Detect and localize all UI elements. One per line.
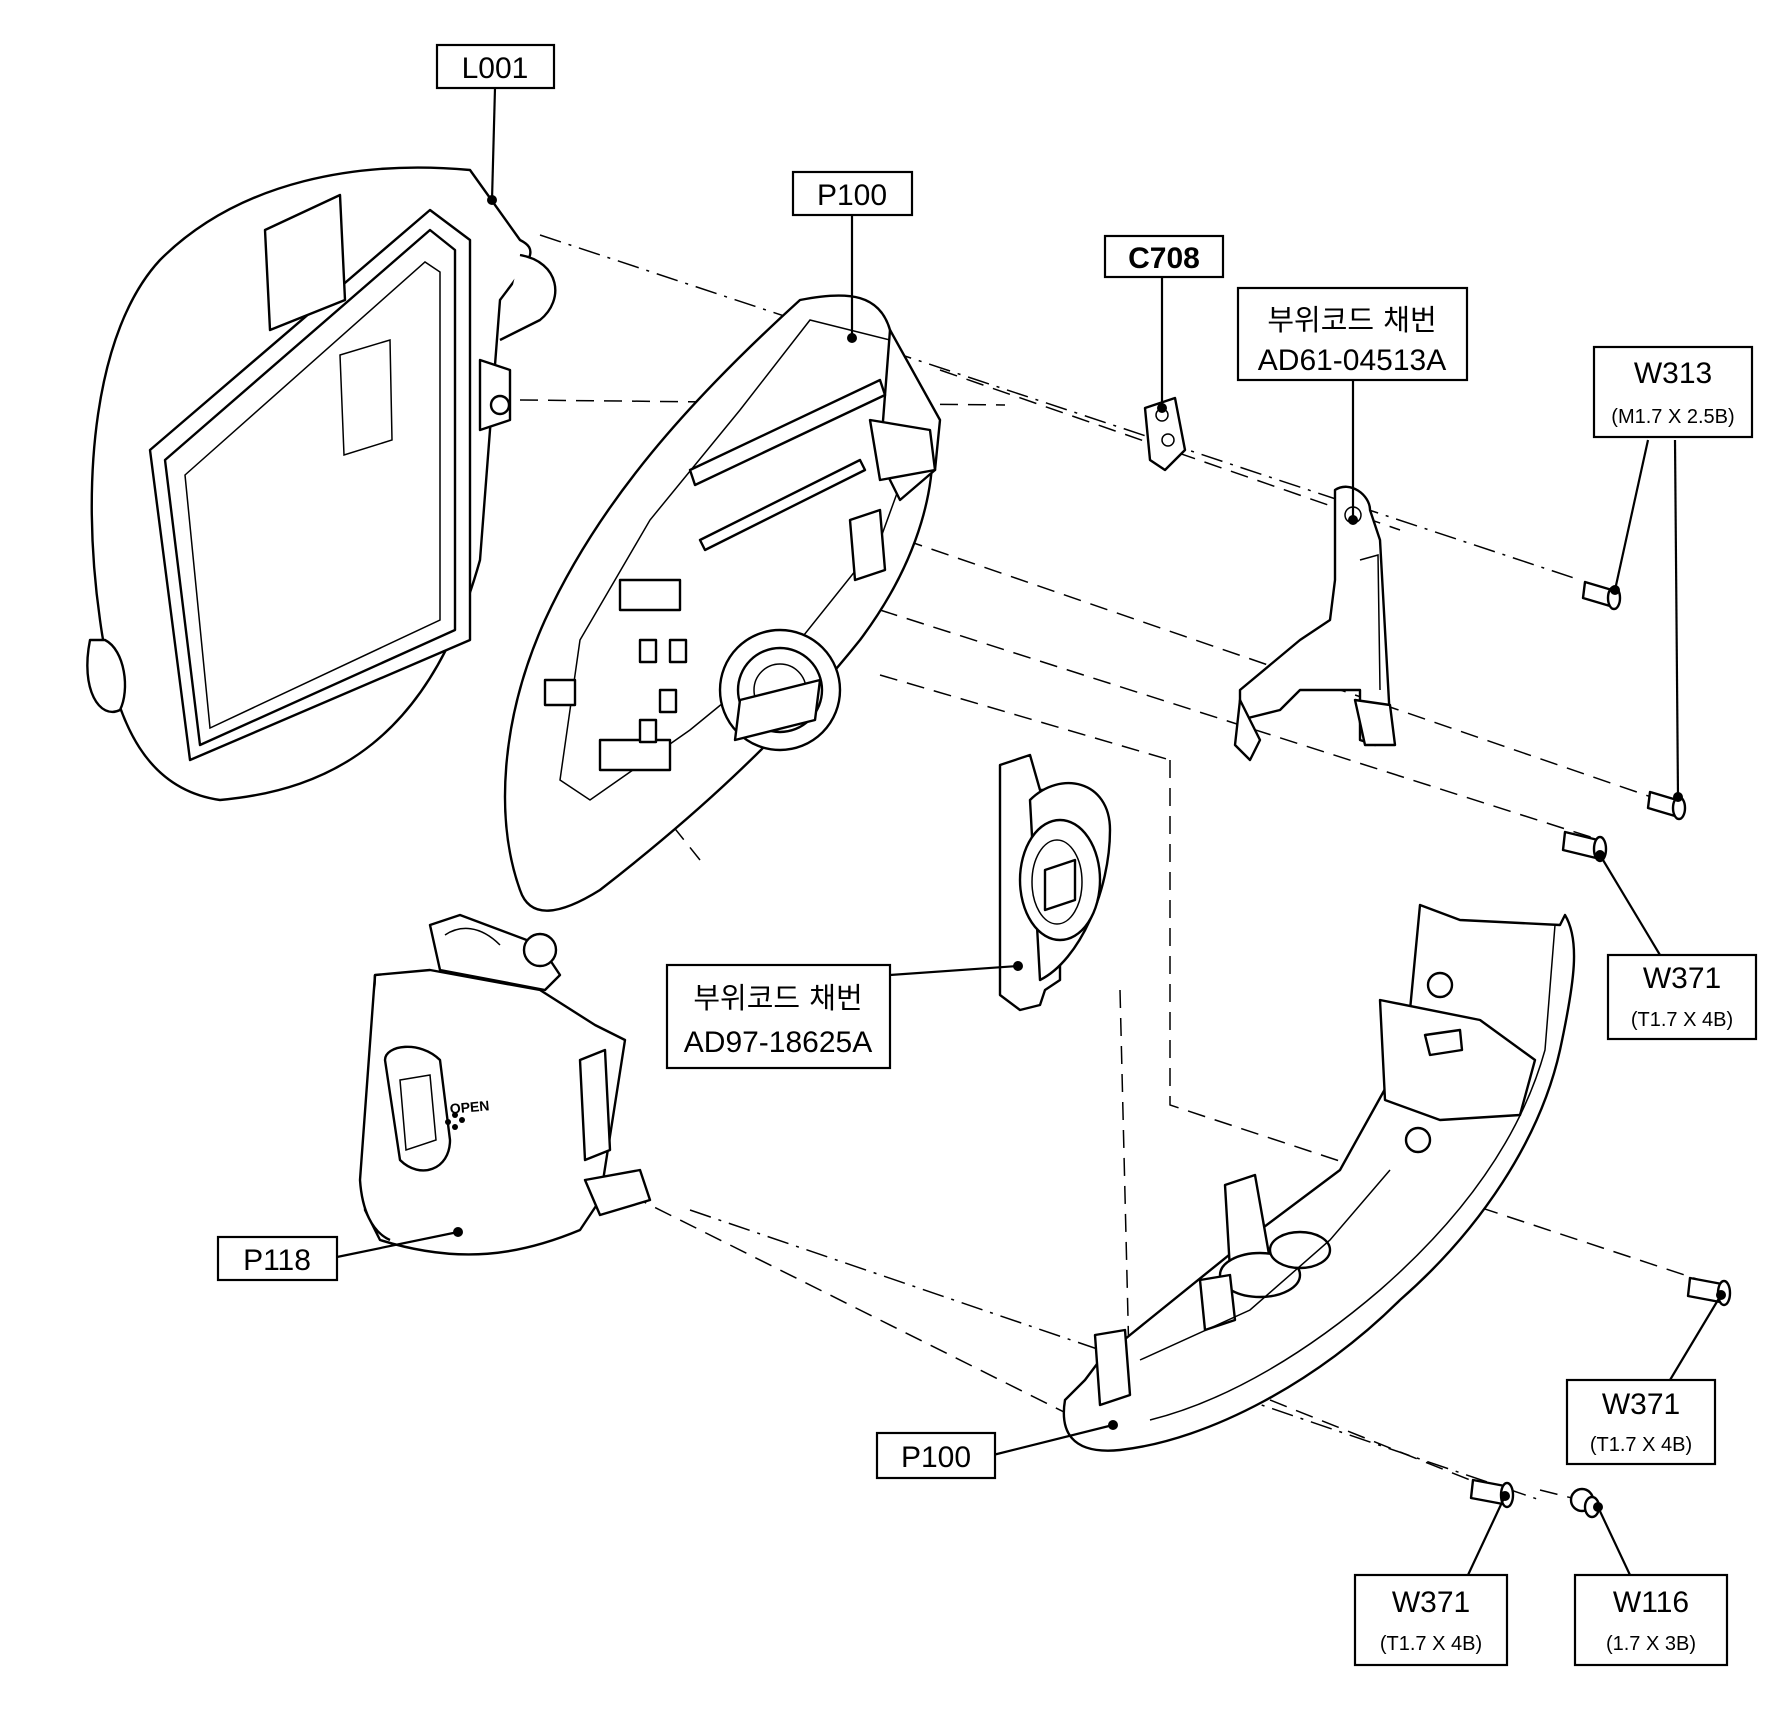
screw-w371-bottom [1469,1478,1515,1509]
label-w371-bottom-spec: (T1.7 X 4B) [1380,1633,1482,1655]
label-c708-text: C708 [1128,242,1200,275]
label-w371-bottom-text: W371 [1392,1586,1470,1619]
screw-w313-lower [1646,790,1687,821]
label-w371-right-text: W371 [1643,962,1721,995]
screw-w371-right [1561,830,1608,863]
label-p100-bottom-text: P100 [901,1441,971,1474]
label-ad97-code: AD97-18625A [684,1026,872,1059]
label-l001: L001 [435,43,556,90]
label-ad61: 부위코드 채번 AD61-04513A [1236,286,1469,382]
label-w371-right: W371 (T1.7 X 4B) [1606,953,1758,1041]
label-p100-bottom: P100 [875,1431,997,1480]
lower-frame-part [1062,903,1576,1452]
screw-w313-upper [1581,580,1622,611]
lcd-cover-part [86,166,557,802]
label-w371-far-right: W371 (T1.7 X 4B) [1565,1378,1717,1466]
label-w116-spec: (1.7 X 3B) [1606,1633,1696,1655]
label-w313: W313 (M1.7 X 2.5B) [1592,345,1754,439]
main-frame-part [503,294,942,912]
label-p100-top-text: P100 [817,179,887,212]
label-w371-far-right-spec: (T1.7 X 4B) [1590,1434,1692,1456]
c708-bracket-part [1143,396,1187,472]
label-w313-spec: (M1.7 X 2.5B) [1611,406,1734,428]
open-imprint: OPEN [449,1097,490,1116]
screw-w371-far-right [1686,1276,1732,1307]
ad61-bracket-part [1233,485,1397,762]
ad97-speaker-bracket-part [998,753,1112,1012]
label-w371-bottom: W371 (T1.7 X 4B) [1353,1573,1509,1667]
label-w313-text: W313 [1634,357,1712,390]
label-w116: W116 (1.7 X 3B) [1573,1573,1729,1667]
label-ad61-korean: 부위코드 채번 [1267,303,1436,337]
label-p118-text: P118 [243,1244,311,1277]
label-p118: P118 [216,1235,339,1282]
label-ad97: 부위코드 채번 AD97-18625A [665,963,892,1070]
p118-open-cover-part: OPEN [358,913,652,1256]
label-ad97-korean: 부위코드 채번 [693,981,862,1015]
screws [1469,580,1732,1519]
label-p100-top: P100 [791,170,914,217]
label-ad61-code: AD61-04513A [1258,344,1446,377]
label-c708: C708 [1103,234,1225,279]
label-w371-right-spec: (T1.7 X 4B) [1631,1009,1733,1031]
leader-lines [336,87,1722,1576]
label-l001-text: L001 [462,52,529,85]
label-w116-text: W116 [1613,1586,1689,1619]
label-w371-far-right-text: W371 [1602,1388,1680,1421]
screw-w116 [1569,1487,1603,1519]
